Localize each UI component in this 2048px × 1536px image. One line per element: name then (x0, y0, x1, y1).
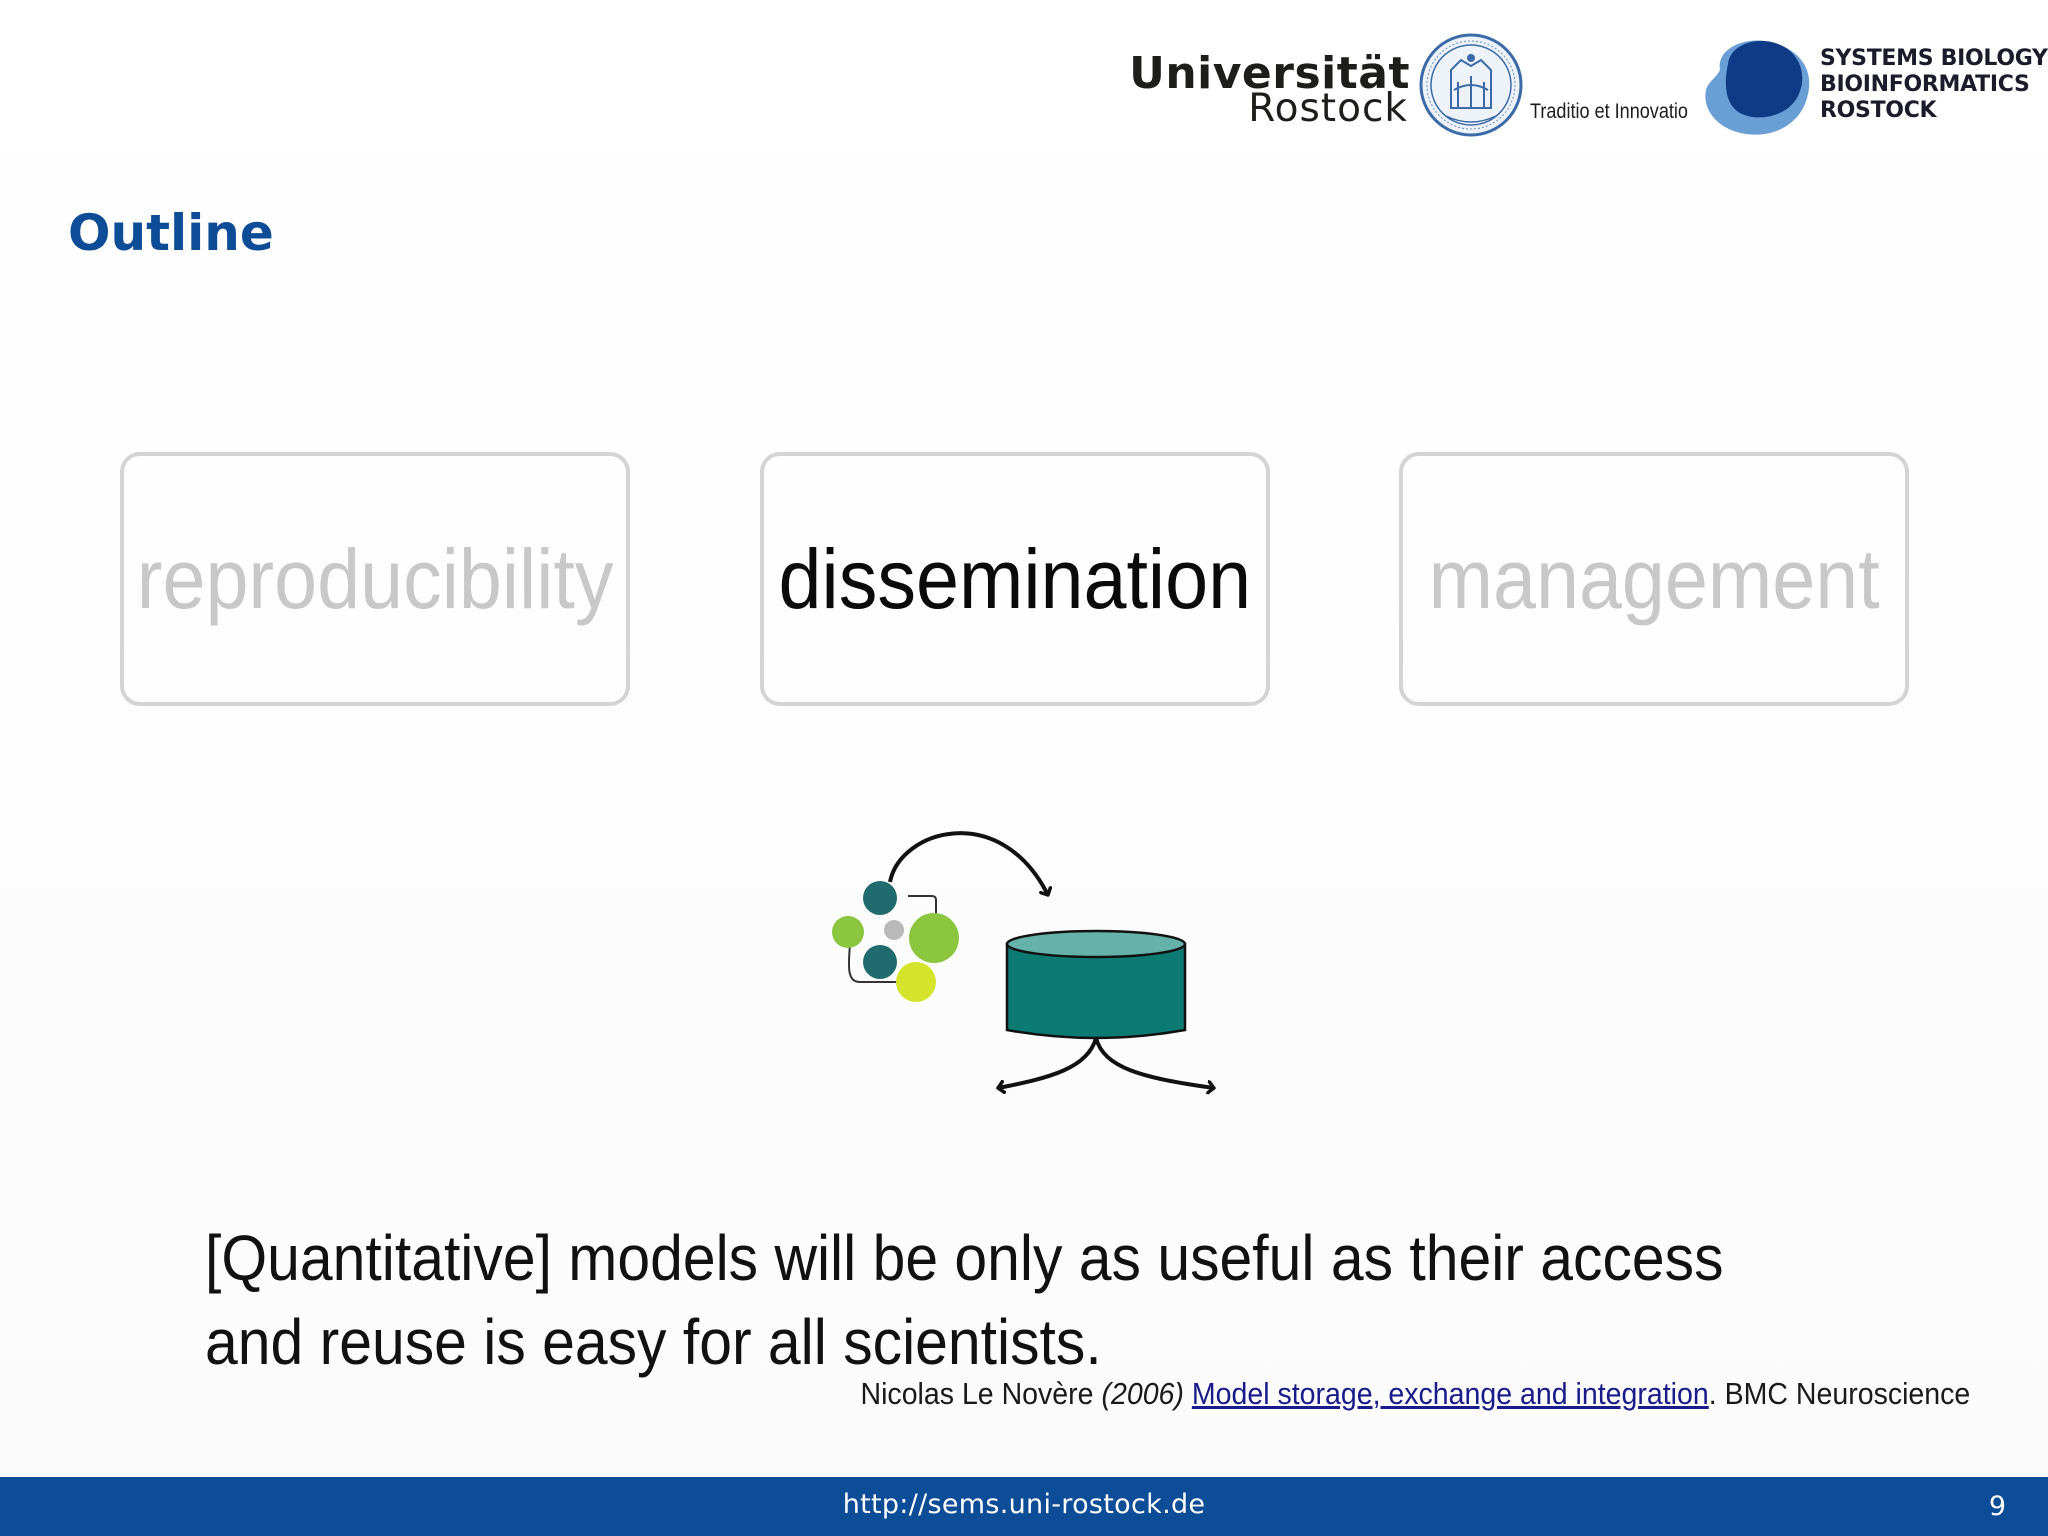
sbi-line-bioinformatics: BIOINFORMATICS (1820, 72, 2030, 97)
university-motto: Traditio et Innovatio (1530, 100, 1688, 123)
topic-box-dissemination[interactable]: dissemination (760, 452, 1270, 706)
citation-link[interactable]: Model storage, exchange and integration (1191, 1376, 1709, 1411)
citation-author: Nicolas Le Novère (860, 1376, 1094, 1411)
topic-label: reproducibility (136, 531, 614, 626)
footer-url[interactable]: http://sems.uni-rostock.de (842, 1489, 1206, 1520)
sbi-line-rostock: ROSTOCK (1820, 98, 1937, 123)
citation-journal: . BMC Neuroscience (1708, 1376, 1970, 1411)
page-number: 9 (1988, 1491, 2006, 1522)
university-seal-icon (1419, 33, 1523, 137)
university-name: Universität (1129, 48, 1410, 99)
molecule-node (832, 916, 864, 948)
university-city: Rostock (1248, 86, 1408, 131)
upload-arrow-icon (888, 831, 1048, 895)
molecule-node (909, 913, 959, 963)
dissemination-diagram (832, 831, 1240, 1110)
sbi-wordmark: SYSTEMS BIOLOGY BIOINFORMATICS ROSTOCK (1820, 46, 2048, 124)
topic-label: dissemination (778, 531, 1252, 626)
citation-year: (2006) (1101, 1376, 1184, 1411)
molecule-node (863, 881, 897, 915)
database-icon (1005, 929, 1187, 1040)
topic-box-management[interactable]: management (1399, 452, 1909, 706)
topic-box-reproducibility[interactable]: reproducibility (120, 452, 630, 706)
molecule-node (884, 920, 904, 940)
molecule-node (863, 945, 897, 979)
molecule-node (896, 962, 936, 1002)
citation: Nicolas Le Novère (2006) Model storage, … (860, 1376, 1970, 1412)
topic-label: management (1428, 531, 1880, 626)
quote-text: [Quantitative] models will be only as us… (205, 1222, 1724, 1378)
share-arrow-right-icon (1094, 1037, 1214, 1088)
sbi-blob-logo-icon[interactable] (1698, 30, 1818, 142)
share-arrow-left-icon (998, 1037, 1098, 1088)
university-logo[interactable]: Universität Rostock (1129, 48, 1410, 138)
slide-title: Outline (68, 204, 274, 262)
model-network-icon (832, 881, 959, 1002)
sbi-line-systems-biology: SYSTEMS BIOLOGY (1820, 46, 2048, 71)
footer-bar: http://sems.uni-rostock.de 9 (0, 1477, 2048, 1536)
